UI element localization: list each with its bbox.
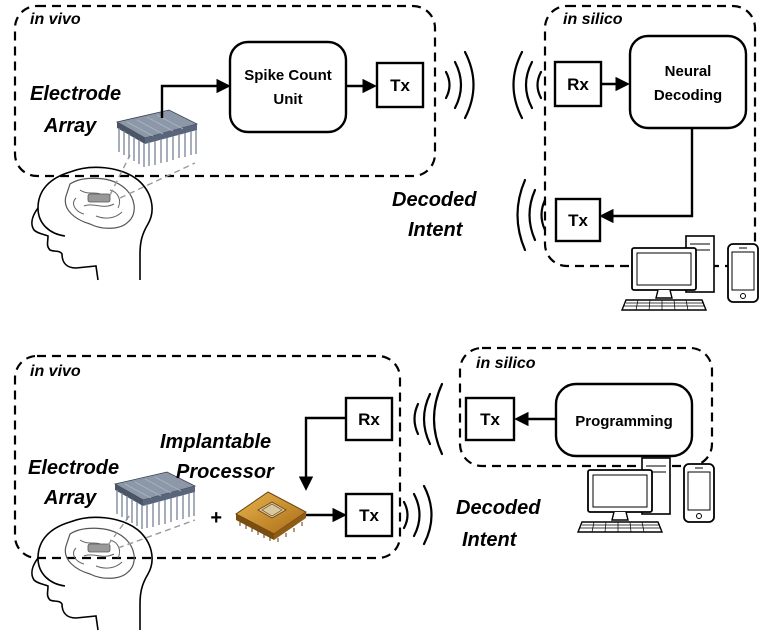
desktop-computer-icon <box>621 235 715 311</box>
bottom-insilico-tx-label: Tx <box>480 410 500 429</box>
wireless-wave-icon <box>413 382 444 456</box>
wireless-wave-icon <box>444 50 543 120</box>
spike-count-label-line2: Unit <box>273 91 302 108</box>
bottom-arrow-rx-to-processor <box>298 416 346 491</box>
bottom-rx-box <box>344 396 394 442</box>
top-panel: in vivo in silico Electrode Array Spike … <box>13 4 759 311</box>
top-rx-label: Rx <box>567 75 589 94</box>
top-projection-line-a <box>109 154 131 196</box>
top-decoded-label-line1: Decoded <box>392 189 477 211</box>
bottom-invivo-region <box>13 354 402 560</box>
top-tx2-box <box>554 197 602 243</box>
bottom-insilico-region <box>458 346 714 468</box>
top-decoded-label-line2: Intent <box>408 219 464 241</box>
programming-label: Programming <box>575 413 673 430</box>
bottom-decoded-label-line2: Intent <box>462 529 518 551</box>
wireless-wave-icon <box>516 178 547 252</box>
top-rx-box <box>553 60 603 108</box>
bottom-plus-sign: + <box>210 507 222 529</box>
smartphone-icon <box>727 243 759 303</box>
bottom-projection-line-b <box>117 519 196 549</box>
bottom-electrode-label-line1: Electrode <box>28 457 119 479</box>
top-projection-line-b <box>119 162 196 199</box>
top-invivo-region <box>13 4 437 178</box>
smartphone-icon <box>683 463 715 523</box>
bottom-invivo-label: in vivo <box>30 363 81 380</box>
brain-head-icon <box>31 166 153 281</box>
top-arrow-electrode-to-spike <box>160 78 231 118</box>
top-tx2-label: Tx <box>568 211 588 230</box>
bottom-panel: in vivo in silico Electrode Array + Impl… <box>13 346 715 631</box>
bottom-tx-box <box>344 492 394 538</box>
top-tx-label: Tx <box>390 76 410 95</box>
neural-decoding-label-line1: Neural <box>665 63 712 80</box>
brain-head-icon <box>31 516 153 631</box>
neural-decoding-box <box>628 34 748 130</box>
bottom-insilico-tx-box <box>464 396 516 442</box>
top-arrow-decoder-to-tx <box>599 128 694 224</box>
top-insilico-label: in silico <box>563 11 623 28</box>
bottom-insilico-label: in silico <box>476 355 536 372</box>
implantable-label-line1: Implantable <box>160 431 271 453</box>
top-electrode-label-line1: Electrode <box>30 83 121 105</box>
bottom-tx-label: Tx <box>359 506 379 525</box>
top-invivo-label: in vivo <box>30 11 81 28</box>
bottom-decoded-label-line1: Decoded <box>456 497 541 519</box>
desktop-computer-icon <box>577 457 671 533</box>
spike-count-label-line1: Spike Count <box>244 67 332 84</box>
neural-decoding-label-line2: Decoding <box>654 87 722 104</box>
bottom-rx-label: Rx <box>358 410 380 429</box>
programming-box <box>554 382 694 458</box>
implantable-label-line2: Processor <box>176 461 275 483</box>
top-tx-box <box>375 61 425 109</box>
top-electrode-label-line2: Array <box>43 115 97 137</box>
bottom-electrode-label-line2: Array <box>43 487 97 509</box>
spike-count-unit-box <box>228 40 348 134</box>
wireless-wave-icon <box>402 484 433 546</box>
processor-chip-icon <box>235 491 307 542</box>
